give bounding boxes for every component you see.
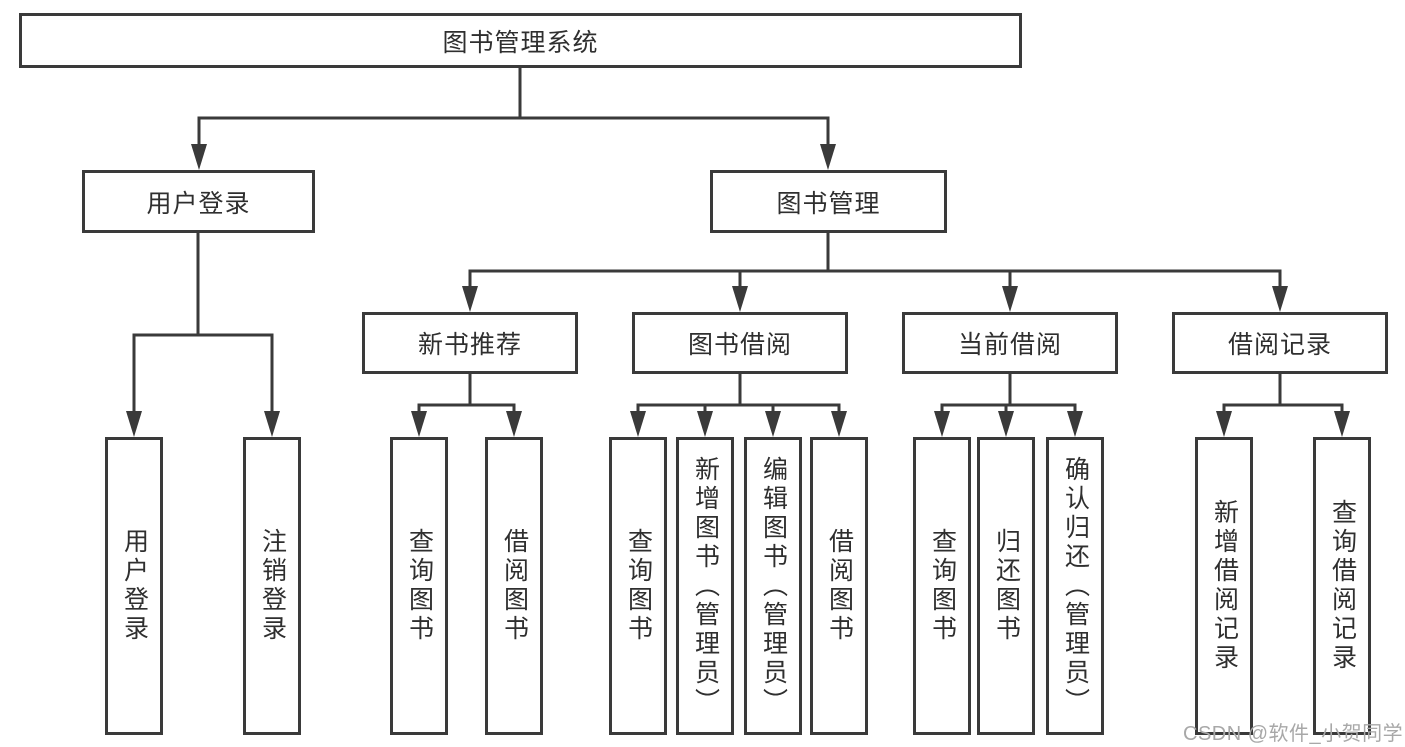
leaf-records-add-record: 新增借阅记录 [1195, 437, 1253, 735]
node-label: 图书借阅 [687, 331, 792, 359]
leaf-borrowing-query-books: 查询图书 [609, 437, 667, 735]
arrowhead [126, 411, 142, 437]
arrowhead [697, 411, 713, 437]
arrowhead [820, 144, 836, 170]
arrowhead [411, 411, 427, 437]
connector-book-borrowing-to-children [630, 374, 847, 437]
node-root: 图书管理系统 [19, 13, 1022, 68]
leaf-borrowing-borrow-books: 借阅图书 [810, 437, 868, 735]
node-user-login: 用户登录 [82, 170, 315, 233]
node-label: 新书推荐 [417, 331, 522, 359]
arrowhead [732, 286, 748, 312]
arrowhead [831, 411, 847, 437]
leaf-logout: 注销登录 [243, 437, 301, 735]
node-label: 借阅图书 [825, 528, 854, 644]
node-label: 当前借阅 [957, 331, 1062, 359]
node-label: 注销登录 [258, 528, 287, 644]
watermark: CSDN @软件_小贺同学 [1183, 723, 1404, 745]
arrowhead [462, 286, 478, 312]
leaf-borrowing-edit-books-admin: 编辑图书（管理员） [744, 437, 802, 735]
leaf-current-confirm-return-admin: 确认归还（管理员） [1046, 437, 1104, 735]
connector-book-management-to-children [462, 233, 1288, 312]
arrowhead [506, 411, 522, 437]
node-label: 查询图书 [405, 528, 434, 644]
node-label: 查询图书 [928, 528, 957, 644]
node-label: 用户登录 [146, 189, 251, 218]
node-label: 借阅记录 [1227, 331, 1332, 359]
node-book-borrowing: 图书借阅 [632, 312, 848, 374]
leaf-newbook-query-books: 查询图书 [390, 437, 448, 735]
node-book-management: 图书管理 [710, 170, 947, 233]
node-label: 新增图书（管理员） [691, 455, 720, 717]
arrowhead [765, 411, 781, 437]
node-label: 借阅图书 [500, 528, 529, 644]
node-label: 确认归还（管理员） [1061, 455, 1090, 717]
arrowhead [1002, 286, 1018, 312]
connector-user-login-to-children [126, 233, 280, 437]
connector-current-borrowing-to-children [934, 374, 1083, 437]
node-label: 用户登录 [120, 528, 149, 644]
connector-borrowing-records-to-children [1216, 374, 1350, 437]
arrowhead [630, 411, 646, 437]
arrowhead [1216, 411, 1232, 437]
leaf-borrowing-add-books-admin: 新增图书（管理员） [676, 437, 734, 735]
arrowhead [1334, 411, 1350, 437]
node-current-borrowing: 当前借阅 [902, 312, 1118, 374]
node-label: 归还图书 [992, 528, 1021, 644]
arrowhead [1272, 286, 1288, 312]
arrowhead [934, 411, 950, 437]
leaf-newbook-borrow-books: 借阅图书 [485, 437, 543, 735]
node-label: 编辑图书（管理员） [759, 455, 788, 717]
arrowhead [191, 144, 207, 170]
leaf-current-query-books: 查询图书 [913, 437, 971, 735]
connector-root-to-children [191, 68, 836, 170]
arrowhead [1067, 411, 1083, 437]
node-label: 新增借阅记录 [1210, 499, 1239, 673]
arrowhead [998, 411, 1014, 437]
node-label: 查询图书 [624, 528, 653, 644]
node-new-book-recommend: 新书推荐 [362, 312, 578, 374]
arrowhead [264, 411, 280, 437]
leaf-records-query-record: 查询借阅记录 [1313, 437, 1371, 735]
node-label: 图书管理系统 [442, 28, 599, 57]
node-label: 查询借阅记录 [1328, 499, 1357, 673]
node-borrowing-records: 借阅记录 [1172, 312, 1388, 374]
leaf-current-return-books: 归还图书 [977, 437, 1035, 735]
node-label: 图书管理 [776, 189, 881, 218]
leaf-user-login: 用户登录 [105, 437, 163, 735]
connector-new-book-recommend-to-children [411, 374, 522, 437]
